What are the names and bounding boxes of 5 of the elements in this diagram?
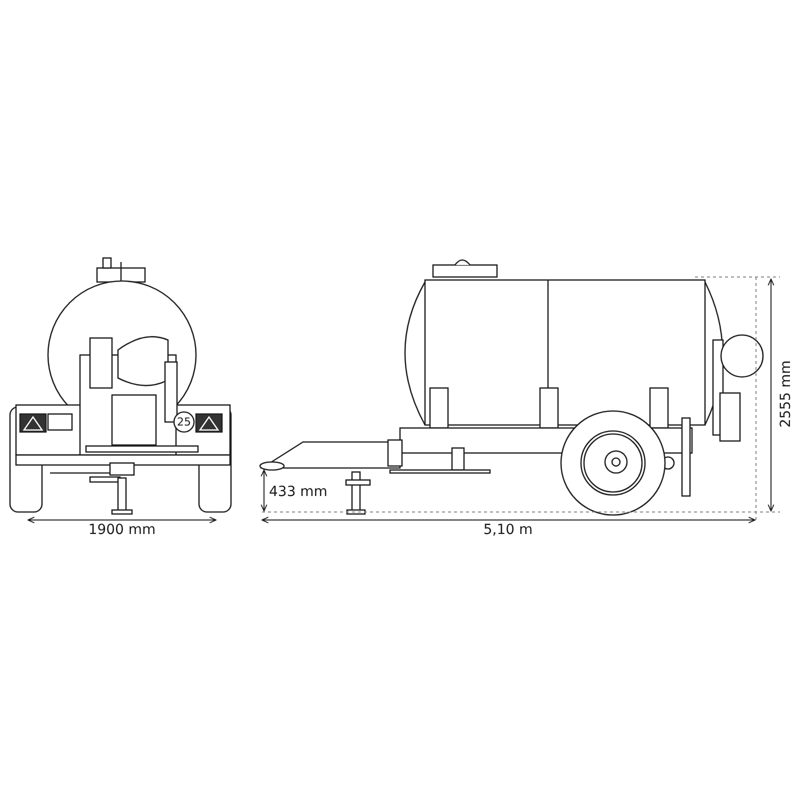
dimension-label: 1900 mm — [88, 523, 156, 537]
dimension-label: 2555 mm — [779, 360, 793, 428]
dimension-label: 433 mm — [269, 485, 328, 499]
dimension-label: 5,10 m — [483, 523, 533, 537]
speed-limit-number: 25 — [177, 416, 191, 428]
